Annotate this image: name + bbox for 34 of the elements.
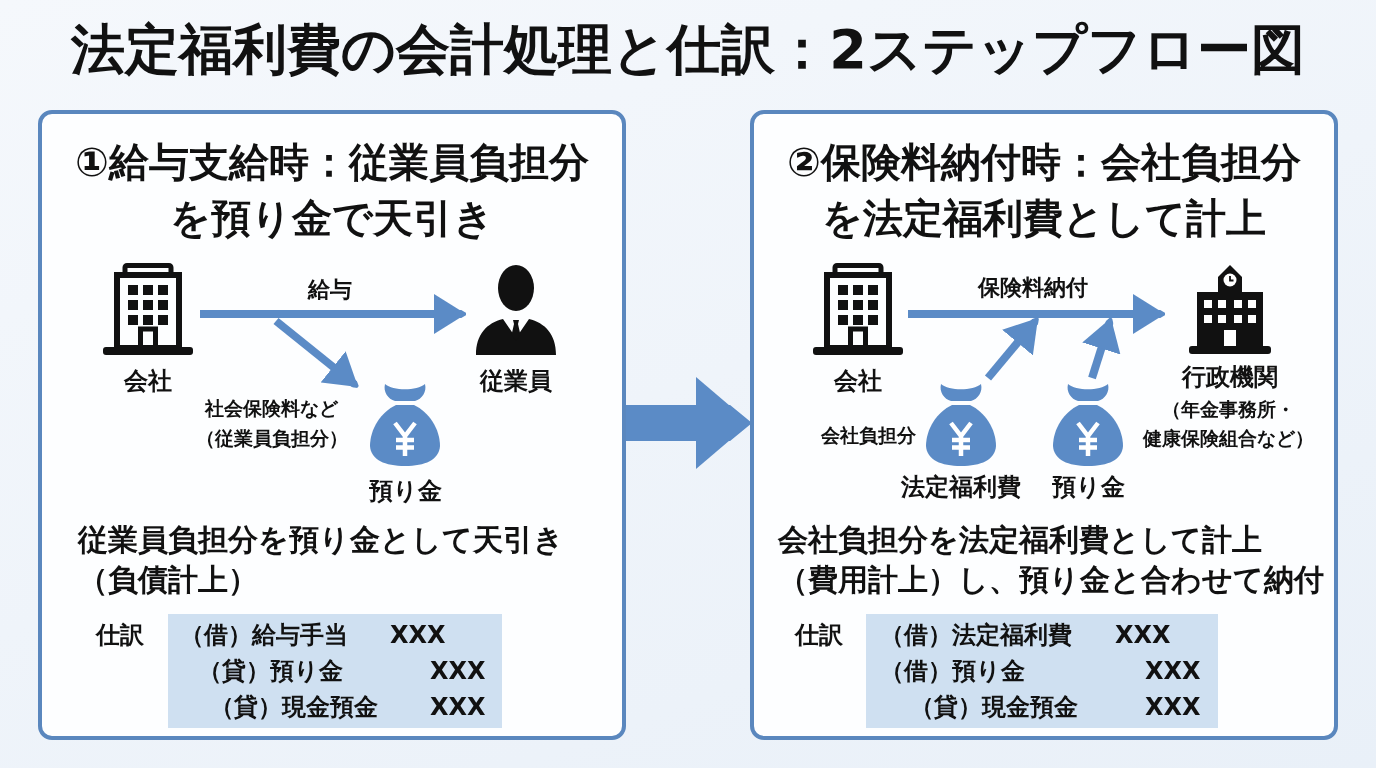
amount-text: XXX <box>430 692 486 723</box>
entity-label: 従業員 <box>480 366 552 396</box>
panel-description: 従業員負担分を預り金として天引き（負債計上） <box>78 521 565 599</box>
amount-text: XXX <box>1115 620 1171 651</box>
panel-heading: ①給与支給時：従業員負担分を預り金で天引き <box>74 138 590 243</box>
arrow <box>1082 316 1121 380</box>
journal-entry-text: （借）預り金 <box>880 656 1025 687</box>
entity-label: 行政機関 <box>1182 362 1278 392</box>
amount-text: XXX <box>430 656 486 687</box>
entity-label: 預り金 <box>368 476 442 506</box>
panel-heading: ②保険料納付時：会社負担分を法定福利費として計上 <box>786 138 1302 243</box>
entity-label: 法定福利費 <box>901 472 1021 502</box>
step-panel <box>38 110 626 740</box>
journal-entry-text: （借）法定福利費 <box>880 620 1072 651</box>
journal-entry-text: （借）給与手当 <box>180 620 348 651</box>
journal-entry-panel <box>866 614 1218 728</box>
journal-entry-text: （貸）現金預金 <box>210 692 378 723</box>
entity-label: 預り金 <box>1051 472 1125 502</box>
entity-label: 会社 <box>834 366 882 396</box>
diagram-title: 法定福利費の会計処理と仕訳：2ステップフロー図 <box>71 18 1305 82</box>
block-arrow <box>626 377 750 469</box>
amount-text: XXX <box>390 620 446 651</box>
amount-text: XXX <box>1145 656 1201 687</box>
note-text: （年金事務所・健康保険組合など） <box>1141 397 1315 451</box>
journal-entry-text: （貸）現金預金 <box>910 692 1078 723</box>
panel-description: 会社負担分を法定福利費として計上（費用計上）し、預り金と合わせて納付 <box>778 521 1325 599</box>
journal-entry-text: （貸）預り金 <box>198 656 343 687</box>
journal-label: 仕訳 <box>795 620 843 651</box>
amount-text: XXX <box>1145 692 1201 723</box>
node-note: 会社負担分 <box>821 423 916 448</box>
step-panel <box>750 110 1338 740</box>
journal-entry-panel <box>168 614 502 728</box>
journal-label: 仕訳 <box>96 620 144 651</box>
entity-label: 会社 <box>123 366 172 396</box>
